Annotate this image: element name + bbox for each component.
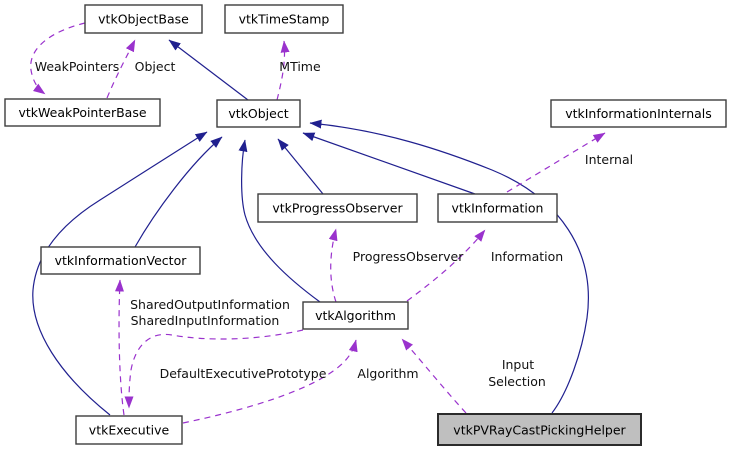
node-label: vtkInformation <box>452 201 544 216</box>
edge-label-sharedoutputinformation: SharedOutputInformation <box>130 297 290 312</box>
edge-defaultexecutiveprototype <box>124 329 304 409</box>
node-label: vtkPVRayCastPickingHelper <box>453 423 626 438</box>
edge-vtkpvraycastpickinghelper-to-vtkobject <box>309 119 589 414</box>
edge-vtkobject-to-vtkobjectbase <box>168 39 249 101</box>
edge-object <box>106 39 136 99</box>
node-label: vtkInformationVector <box>55 253 188 268</box>
node-label: vtkObject <box>228 106 288 121</box>
node-vtkexecutive[interactable]: vtkExecutive <box>75 415 183 445</box>
edge-label-progressobserver: ProgressObserver <box>353 249 465 264</box>
node-vtkinformation[interactable]: vtkInformation <box>437 193 558 223</box>
node-box <box>224 4 344 34</box>
node-box <box>257 193 418 223</box>
edge-label-object: Object <box>135 59 176 74</box>
edge-vtkexecutive-to-vtkobject <box>32 131 208 416</box>
edge-inputselection <box>401 338 467 414</box>
edge-algorithm <box>182 339 358 424</box>
edge-label-selection: Selection <box>488 374 546 389</box>
edge-label-internal: Internal <box>585 152 633 167</box>
node-vtkprogressobserver[interactable]: vtkProgressObserver <box>257 193 418 223</box>
node-vtktimestamp[interactable]: vtkTimeStamp <box>224 4 344 34</box>
edge-vtkalgorithm-to-vtkobject <box>238 139 321 303</box>
node-box <box>550 99 727 128</box>
node-vtkpvraycastpickinghelper[interactable]: vtkPVRayCastPickingHelper <box>437 413 642 446</box>
edge-label-sharedinputinformation: SharedInputInformation <box>131 313 280 328</box>
edge-label-defaultexecutiveprototype: DefaultExecutivePrototype <box>160 366 327 381</box>
edge-information <box>406 229 486 302</box>
node-label: vtkObjectBase <box>98 12 189 27</box>
edge-label-input: Input <box>502 357 534 372</box>
edge-label-information: Information <box>491 249 563 264</box>
edge-label-algorithm: Algorithm <box>357 366 418 381</box>
node-box <box>75 415 183 445</box>
node-box <box>4 98 161 127</box>
node-box <box>216 99 301 128</box>
node-vtkalgorithm[interactable]: vtkAlgorithm <box>302 301 409 330</box>
node-vtkweakpointerbase[interactable]: vtkWeakPointerBase <box>4 98 161 127</box>
edge-mtime <box>276 40 290 101</box>
edge-sharedinformation <box>115 279 125 416</box>
edge-vtkinformationvector-to-vtkobject <box>134 136 223 248</box>
node-label: vtkWeakPointerBase <box>18 105 146 120</box>
node-label: vtkExecutive <box>89 423 170 438</box>
node-vtkobject[interactable]: vtkObject <box>216 99 301 128</box>
edge-label-mtime: MTime <box>279 59 321 74</box>
edge-progressobserver <box>328 228 338 303</box>
node-label: vtkProgressObserver <box>272 201 403 216</box>
node-box <box>437 413 642 446</box>
node-label: vtkInformationInternals <box>565 106 712 121</box>
node-vtkobjectbase[interactable]: vtkObjectBase <box>84 4 203 34</box>
node-box <box>437 193 558 223</box>
node-box <box>40 246 201 275</box>
node-vtkinformationvector[interactable]: vtkInformationVector <box>40 246 201 275</box>
edge-vtkinformation-to-vtkobject <box>302 132 476 195</box>
node-box <box>84 4 203 34</box>
node-vtkinformationinternals[interactable]: vtkInformationInternals <box>550 99 727 128</box>
node-label: vtkAlgorithm <box>315 308 396 323</box>
edge-weakpointers <box>30 22 86 95</box>
edge-internal <box>506 132 606 193</box>
edge-vtkprogressobserver-to-vtkobject <box>277 138 324 195</box>
node-box <box>302 301 409 330</box>
edge-label-weakpointers: WeakPointers <box>35 59 120 74</box>
node-label: vtkTimeStamp <box>239 12 330 27</box>
